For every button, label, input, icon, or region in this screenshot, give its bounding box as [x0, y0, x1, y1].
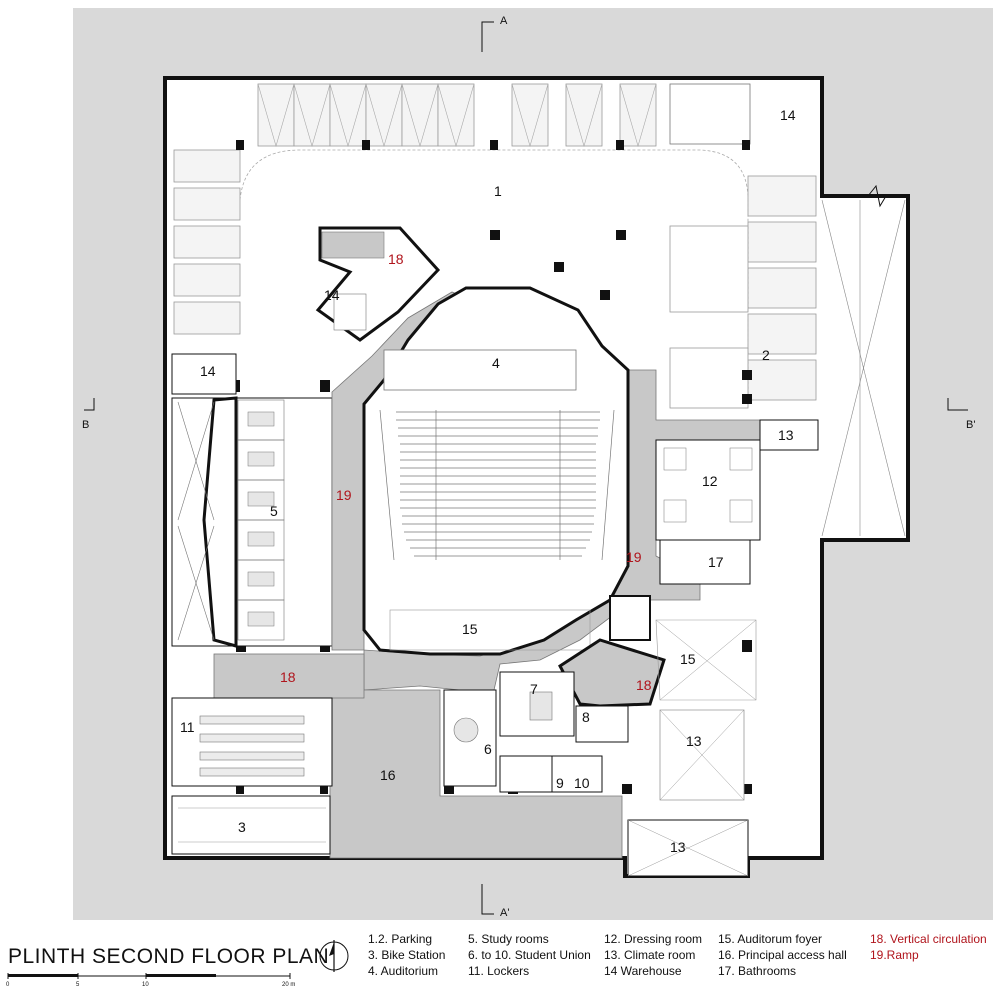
room-label-4: 4 [492, 355, 500, 371]
legend-item: 5. Study rooms [468, 932, 549, 946]
room-label-2: 2 [762, 347, 770, 363]
bike-station [171, 795, 331, 855]
room-label-13b: 13 [686, 733, 702, 749]
section-label-a-bottom: A' [500, 907, 509, 919]
bathrooms-room [659, 539, 751, 585]
room-label-10: 10 [574, 775, 590, 791]
room-label-3: 3 [238, 819, 246, 835]
scale-bar [7, 973, 291, 979]
room-label-1: 1 [494, 183, 502, 199]
scale-tick-5: 5 [76, 982, 80, 988]
legend-item: 6. to 10. Student Union [468, 948, 591, 962]
auditorium-foyer-west [389, 609, 591, 651]
room-label-7: 7 [530, 681, 538, 697]
elevator-southeast [609, 595, 651, 641]
parking-drive-aisle [239, 149, 749, 400]
room-label-6: 6 [484, 741, 492, 757]
principal-access-hall [329, 689, 623, 859]
legend-column-1: 1.2. Parking 3. Bike Station 4. Auditori… [368, 931, 445, 979]
scale-tick-20: 20 m [282, 982, 295, 988]
auditorium-stage [383, 349, 577, 391]
climate-room-north [759, 419, 819, 451]
legend-item: 18. Vertical circulation [870, 932, 987, 946]
room-label-14b: 14 [324, 287, 340, 303]
drawing-title: PLINTH SECOND FLOOR PLAN [8, 945, 330, 968]
section-label-a-top: A [500, 15, 508, 27]
legend-column-5: 18. Vertical circulation 19.Ramp [870, 931, 987, 963]
room-label-5: 5 [270, 503, 278, 519]
ramp-corridor-18 [213, 653, 365, 699]
room-label-8: 8 [582, 709, 590, 725]
section-label-b-left: B [82, 419, 89, 431]
room-label-15b: 15 [680, 651, 696, 667]
north-arrow-icon [319, 940, 349, 972]
legend-item: 15. Auditorum foyer [718, 932, 823, 946]
room-label-19b: 19 [626, 549, 642, 565]
room-label-9: 9 [556, 775, 564, 791]
legend-column-2: 5. Study rooms 6. to 10. Student Union 1… [468, 931, 591, 979]
study-rooms-wing [171, 396, 333, 648]
section-mark-b-left [84, 398, 95, 411]
legend-item: 1.2. Parking [368, 932, 433, 946]
parking-stalls-right [669, 175, 817, 409]
parking-stalls-left [173, 149, 241, 335]
stair-core-southeast [558, 638, 666, 708]
legend-item: 16. Principal access hall [718, 948, 847, 962]
section-mark-b-right [947, 398, 968, 411]
room-label-14c: 14 [200, 363, 216, 379]
scale-tick-0: 0 [6, 982, 10, 988]
legend-item: 19.Ramp [870, 948, 919, 962]
room-label-18b: 18 [280, 669, 296, 685]
room-label-13a: 13 [778, 427, 794, 443]
elevator-north [333, 293, 367, 331]
legend-item: 17. Bathrooms [718, 964, 797, 978]
section-label-b-right: B' [966, 419, 975, 431]
stair-flight-north [321, 231, 385, 259]
legend-item: 3. Bike Station [368, 948, 446, 962]
legend-item: 14 Warehouse [604, 964, 682, 978]
student-union-block [443, 671, 629, 793]
room-label-15a: 15 [462, 621, 478, 637]
east-extension [821, 184, 906, 537]
legend-item: 13. Climate room [604, 948, 696, 962]
room-label-18a: 18 [388, 251, 404, 267]
room-label-17: 17 [708, 554, 724, 570]
legend-item: 11. Lockers [468, 964, 530, 978]
room-label-12: 12 [702, 473, 718, 489]
room-label-16: 16 [380, 767, 396, 783]
warehouse-room-west [171, 353, 237, 395]
auditorium-seating [379, 409, 615, 561]
section-mark-a-top [481, 21, 494, 52]
section-mark-a-bottom [481, 884, 494, 915]
room-label-14a: 14 [780, 107, 796, 123]
room-label-19a: 19 [336, 487, 352, 503]
legend-item: 12. Dressing room [604, 932, 703, 946]
legend-column-4: 15. Auditorum foyer 16. Principal access… [718, 931, 847, 979]
room-label-11: 11 [180, 719, 195, 735]
legend-item: 4. Auditorium [368, 964, 439, 978]
dressing-room [655, 439, 761, 541]
legend-column-3: 12. Dressing room 13. Climate room 14 Wa… [604, 931, 702, 979]
parking-stalls-top [257, 83, 751, 147]
parking-triangles-top [257, 83, 657, 148]
scale-tick-10: 10 [142, 982, 149, 988]
room-label-18c: 18 [636, 677, 652, 693]
room-label-13c: 13 [670, 839, 686, 855]
